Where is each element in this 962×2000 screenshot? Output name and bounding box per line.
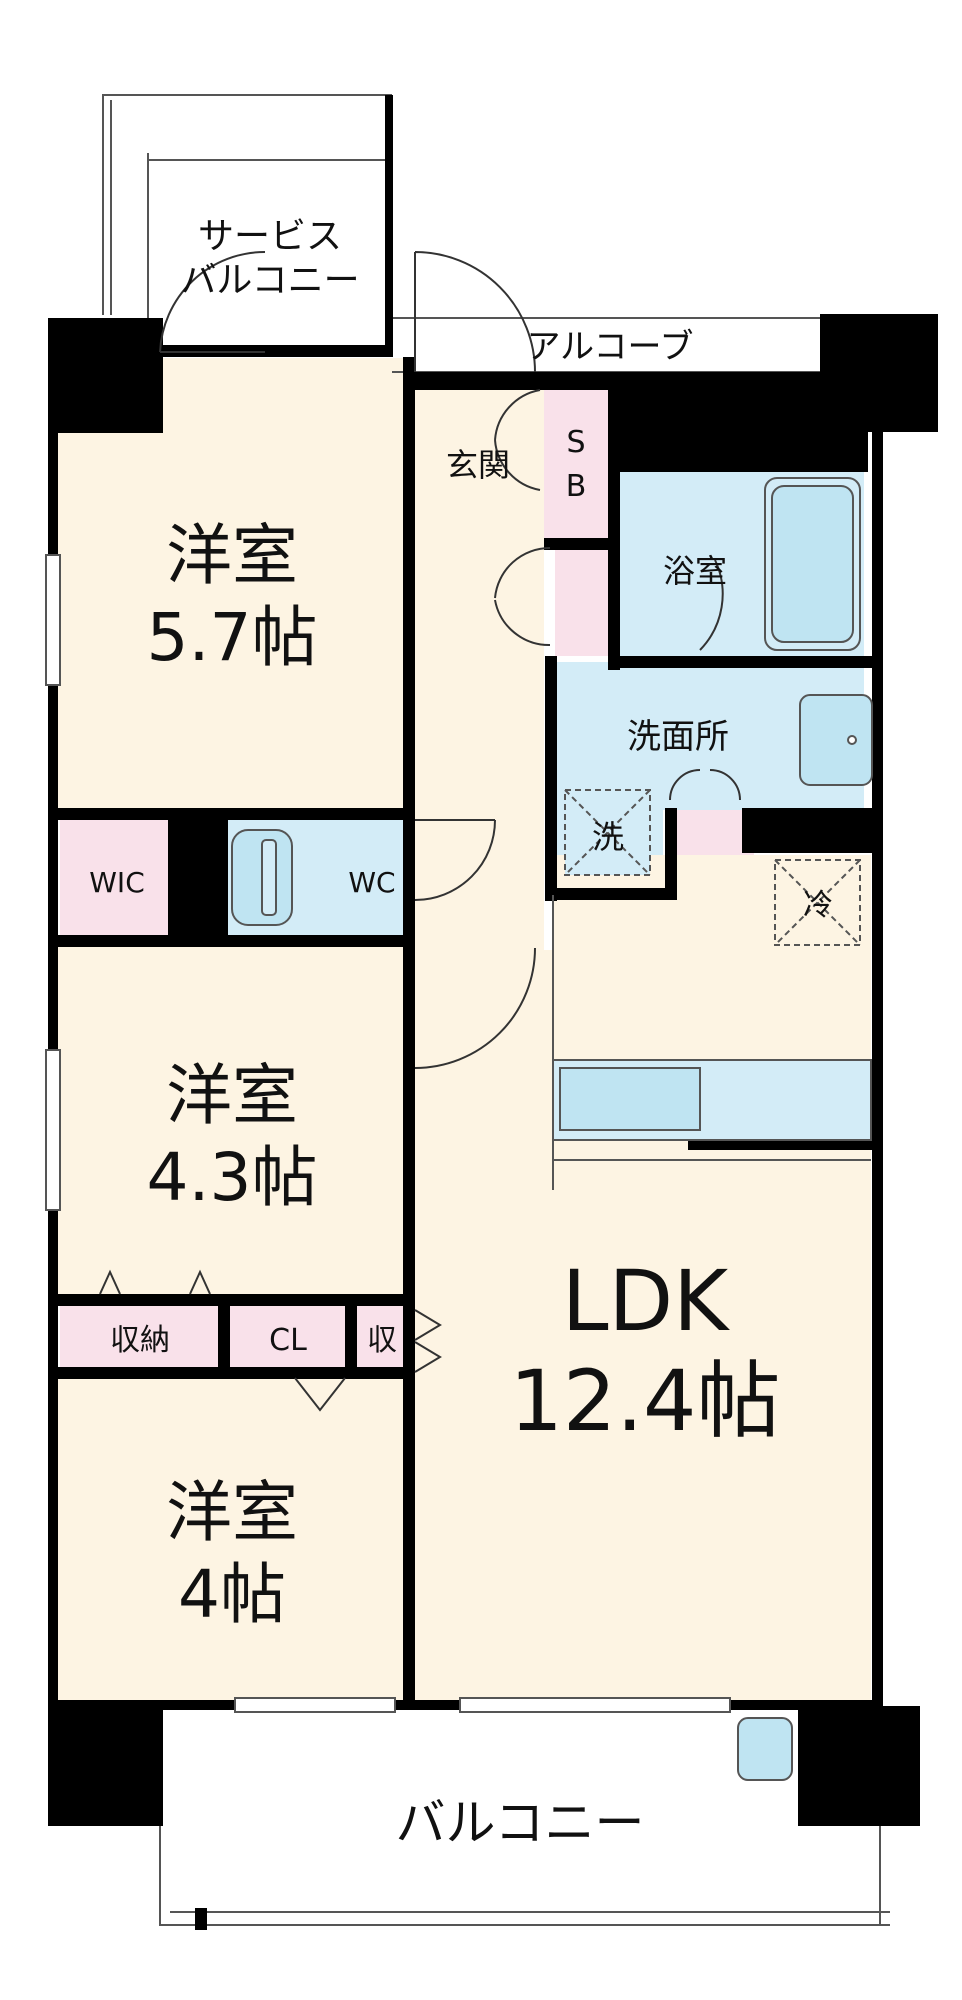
shoe-box-label-2: B [566, 469, 587, 504]
service-balcony-outline [102, 94, 392, 315]
entrance-floor [414, 390, 544, 540]
entrance-door [414, 251, 536, 373]
wic-label: WIC [89, 866, 145, 899]
window-room-3-bottom [234, 1697, 396, 1713]
fixtures [231, 477, 873, 1781]
balcony-label: バルコニー [396, 1794, 645, 1852]
window-room-2 [45, 1049, 61, 1211]
western-room-3-floor [55, 1378, 407, 1705]
labels: サービス バルコニー アルコーブ 玄関 S B 浴室 洗面所 洗 冷 WIC W… [89, 216, 833, 1852]
bathroom-label: 浴室 [663, 552, 727, 590]
storage-label: 収納 [110, 1323, 170, 1358]
western-room-2-floor [55, 944, 407, 1294]
service-balcony-label-2: バルコニー [180, 260, 359, 301]
ldk-size: 12.4帖 [509, 1352, 780, 1450]
window-ldk-bottom [459, 1697, 731, 1713]
storage-fill [60, 1306, 220, 1368]
windows [45, 554, 731, 1713]
fridge-label: 冷 [803, 888, 833, 923]
western-room-2-name: 洋室 [166, 1057, 298, 1134]
western-room-3-name: 洋室 [166, 1474, 298, 1551]
window-room-1 [45, 554, 61, 686]
western-room-3-size: 4帖 [178, 1556, 286, 1633]
hall-closet-fill [555, 548, 608, 656]
shoe-box-label-1: S [566, 425, 585, 460]
wc-label: WC [348, 866, 395, 899]
wash-basin [799, 694, 873, 786]
small-storage-fill [357, 1306, 407, 1368]
shoe-box-fill [544, 390, 608, 540]
alcove-label: アルコーブ [527, 327, 694, 367]
closet-fill [230, 1306, 345, 1368]
washer-label: 洗 [592, 818, 624, 856]
closet-label: CL [269, 1323, 307, 1358]
doors [99, 250, 741, 1412]
balcony-sink [737, 1717, 793, 1781]
washroom-label: 洗面所 [627, 717, 729, 757]
small-storage-label: 収 [367, 1323, 397, 1358]
ldk-name: LDK [562, 1252, 730, 1350]
western-room-1-size: 5.7帖 [147, 599, 318, 676]
service-balcony-label-1: サービス [198, 216, 342, 257]
wic-fill [60, 818, 170, 936]
western-room-1-name: 洋室 [166, 517, 298, 594]
western-room-2-size: 4.3帖 [147, 1139, 318, 1216]
entrance-label: 玄関 [446, 446, 510, 484]
